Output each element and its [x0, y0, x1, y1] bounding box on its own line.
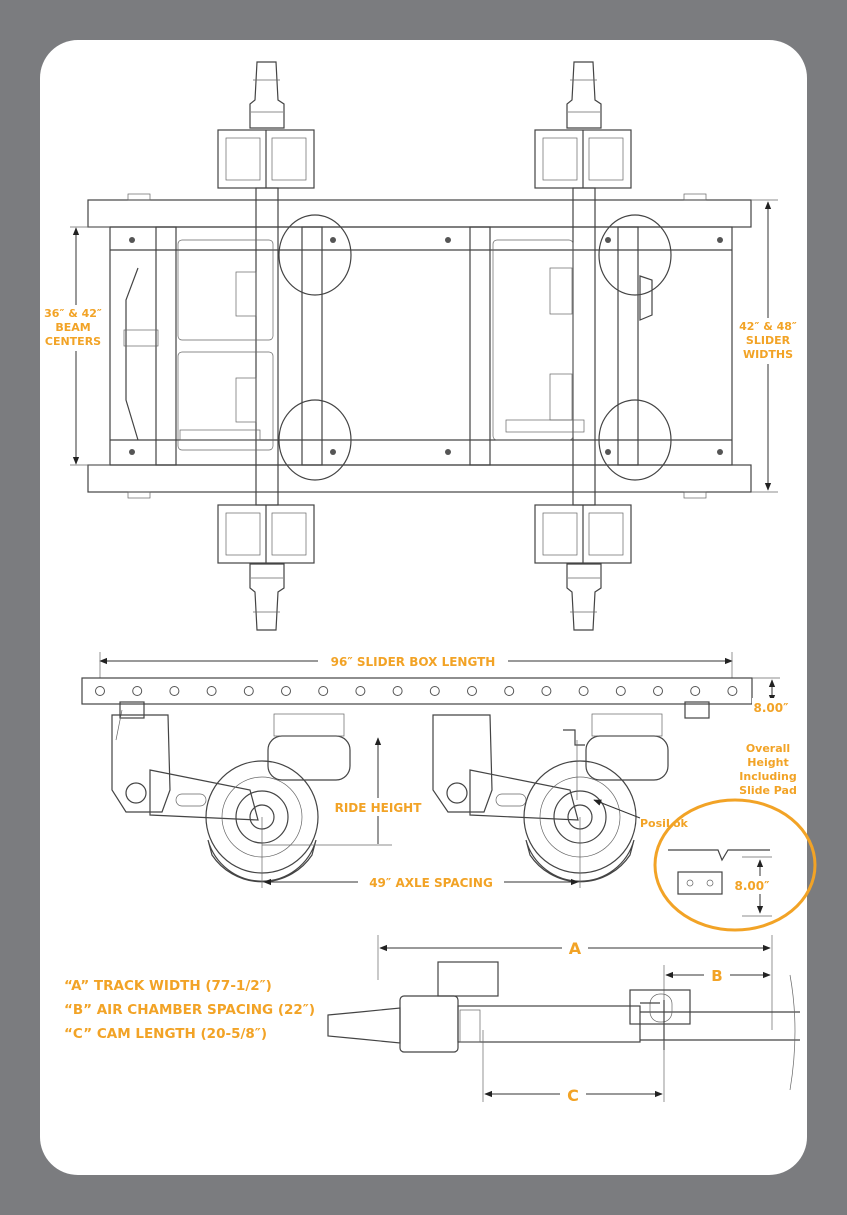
dimension-b-label: B — [711, 967, 722, 985]
side-view: 96″ SLIDER BOX LENGTH 8.00″ Overall Heig… — [81, 652, 817, 932]
spindle-top-right — [566, 61, 602, 129]
legend-track-width: “A” TRACK WIDTH (77-1/2″) — [64, 978, 272, 994]
posilok-label: PosiLok — [640, 817, 689, 830]
slider-hole — [318, 686, 329, 696]
overall-height-line-4: Slide Pad — [739, 784, 797, 797]
hanger-right — [432, 714, 493, 813]
slider-hole — [243, 686, 254, 696]
top-view: 36″ & 42″ BEAM CENTERS 42″ & 48″ SLIDER … — [44, 61, 800, 631]
overall-height-line-1: Overall — [746, 742, 790, 755]
spindle-bottom-left — [249, 563, 285, 631]
cross-member — [469, 226, 491, 466]
axle-spindle — [327, 1007, 401, 1044]
slider-hole — [95, 686, 105, 696]
spindle-bottom-right — [566, 563, 602, 631]
slider-hole — [727, 686, 738, 696]
detail-height-value: 8.00″ — [735, 879, 771, 893]
overall-height-line-3: Including — [739, 770, 796, 783]
axle-left — [255, 187, 279, 506]
slider-hole — [467, 686, 477, 696]
brake-plate-bottom-right — [534, 504, 632, 564]
slider-hole — [355, 686, 366, 696]
slider-widths-label-1: 42″ & 48″ — [739, 320, 797, 333]
axle-view: A B C — [327, 935, 800, 1105]
slider-holes — [95, 686, 738, 696]
dimension-a-label: A — [569, 939, 582, 958]
brake-plate-top-right — [534, 129, 632, 189]
diagram-card — [40, 40, 807, 1175]
slider-hole — [690, 686, 701, 696]
beam-centers-label-3: CENTERS — [45, 335, 101, 348]
dimension-c-label: C — [567, 1086, 579, 1105]
slider-hole — [504, 686, 515, 696]
air-chamber-bracket — [629, 989, 691, 1025]
box-length-label: 96″ SLIDER BOX LENGTH — [331, 655, 496, 669]
legend-cam-length: “C” CAM LENGTH (20-5/8″) — [64, 1026, 267, 1042]
slider-hole — [615, 686, 626, 696]
legend: “A” TRACK WIDTH (77-1/2″) “B” AIR CHAMBE… — [64, 978, 315, 1042]
slider-hole — [206, 686, 217, 696]
slider-hole — [429, 686, 440, 696]
axle-spacing-label: 49″ AXLE SPACING — [369, 876, 493, 890]
brake-plate-bottom-left — [217, 504, 315, 564]
overall-height-line-2: Height — [747, 756, 788, 769]
slider-hole — [541, 686, 552, 696]
slider-hole — [392, 686, 403, 696]
legend-air-chamber-spacing: “B” AIR CHAMBER SPACING (22″) — [64, 1002, 315, 1018]
cross-member — [301, 226, 323, 466]
slider-box-beam — [81, 677, 753, 705]
beam-centers-label-1: 36″ & 42″ — [44, 307, 102, 320]
slider-hole — [281, 686, 291, 696]
air-spring-left — [267, 735, 351, 781]
slide-pad-detail-callout — [653, 798, 817, 932]
beam-centers-label-2: BEAM — [55, 321, 90, 334]
slider-hole — [169, 686, 180, 696]
brake-spider — [437, 961, 499, 997]
hanger-left — [111, 714, 171, 813]
slider-rail-top — [87, 199, 752, 228]
slider-hole — [578, 686, 589, 696]
air-spring-right — [585, 735, 669, 781]
box-height-value: 8.00″ — [754, 701, 790, 715]
brake-plate-top-left — [217, 129, 315, 189]
slider-frame — [109, 226, 733, 466]
spindle-top-left — [249, 61, 285, 129]
slider-hole — [132, 686, 143, 696]
ride-height-label: RIDE HEIGHT — [335, 801, 423, 815]
slider-rail-bottom — [87, 464, 752, 493]
axle-right — [572, 187, 596, 506]
slider-hole — [653, 686, 663, 696]
cross-member — [617, 226, 639, 466]
slider-widths-label-2: SLIDER — [746, 334, 791, 347]
cross-member — [155, 226, 177, 466]
slider-widths-label-3: WIDTHS — [743, 348, 793, 361]
